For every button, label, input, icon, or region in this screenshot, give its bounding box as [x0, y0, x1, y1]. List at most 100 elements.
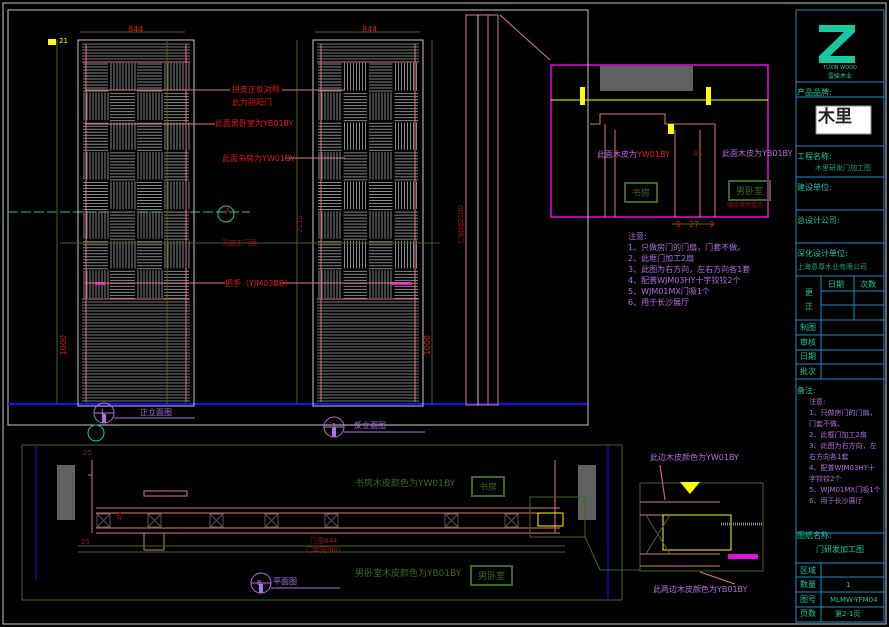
logo-text-en: TUXIN WOOD	[823, 65, 857, 71]
dim-27: 27	[689, 220, 700, 229]
qty-value: 1	[846, 581, 851, 589]
fill-note: 缝隙发泡填充	[727, 202, 764, 209]
front-view-number: 1	[100, 408, 105, 416]
dim-1000-right: 1000	[423, 335, 432, 356]
view-marker-stem	[332, 428, 336, 437]
plan-detail-frame	[639, 482, 764, 572]
notes-heading: 注意:	[628, 232, 647, 241]
room-tag-study: 书房	[624, 182, 659, 203]
note-item: 6、用于长沙展厅	[628, 298, 690, 307]
brand-logo	[815, 105, 872, 135]
title-row-label: 日期	[800, 352, 816, 361]
blocking-cross	[504, 513, 519, 528]
plan-frame	[21, 444, 623, 601]
dim-45: 45	[693, 150, 702, 158]
remark-item: 1、只做房门的门扇，门套不做。	[809, 409, 877, 428]
view-marker-stem	[259, 584, 263, 593]
note-item: 3、此图为右方向，左右方向各1套	[628, 265, 751, 274]
blocking-cross	[264, 513, 279, 528]
blocking-box	[324, 513, 339, 528]
plan-dim-45: 45	[116, 512, 124, 521]
plan-detail-top-label: 此边木皮颜色为YW01BY	[650, 453, 739, 462]
plan-dim-25-top: 25	[83, 449, 92, 457]
dim-1000-left: 1000	[59, 335, 68, 356]
drawing-no-label: 图号	[800, 595, 816, 604]
front-view-title: 正立面图	[140, 408, 172, 417]
drawing-no: MLMW-YFM04	[830, 596, 878, 604]
remark-item: 4、配普WJM03HY十字铰铰2个	[809, 464, 875, 483]
remarks-label: 备注:	[797, 386, 816, 395]
label-master-bedroom-face: 此面男卧室为YB01BY	[215, 119, 294, 128]
brand-logo-text: 木里	[818, 107, 852, 127]
section-detail-frame	[550, 64, 769, 218]
plan-door-width: 门宽844	[310, 537, 338, 545]
blocking-cross	[96, 513, 111, 528]
door-leaf-back	[312, 39, 424, 407]
plan-view-title: 平面图	[273, 577, 297, 586]
project-value: 木里研发门加工图	[815, 164, 871, 172]
plan-detail-bottom-label: 此两边木皮颜色为YB01BY	[653, 585, 748, 594]
section-marker-label: A	[225, 207, 232, 217]
remark-item: 5、WJM01MX门吸1个	[809, 486, 881, 494]
plan-study-veneer: 书房木皮颜色为YW01BY	[355, 479, 456, 489]
title-row-label: 审核	[800, 337, 816, 347]
logo-text-cn: 雷骏木业	[827, 73, 852, 80]
project-label: 工程名称:	[797, 152, 832, 161]
note-item: 4、配普WJM03HY十字铰铰2个	[628, 276, 741, 285]
plan-view-number: B	[257, 579, 262, 587]
door-frame	[77, 39, 195, 407]
view-marker-stem	[102, 414, 106, 423]
door-frame	[312, 39, 424, 407]
dim-frame-height: 门套高2100	[457, 205, 465, 244]
blocking-box	[444, 513, 459, 528]
title-row-label: 批次	[800, 366, 816, 376]
date-column: 日期	[828, 280, 844, 289]
blocking-box	[264, 513, 279, 528]
blocking-cross	[324, 513, 339, 528]
plan-room-study: 书房	[471, 476, 506, 497]
dim-width-left: 844	[128, 25, 144, 34]
title-block-frame	[795, 9, 885, 623]
company-logo	[819, 25, 855, 63]
remark-item: 6、用于长沙展厅	[809, 497, 863, 505]
section-marker-circle	[217, 205, 235, 223]
section-left-code: YW01BY	[637, 150, 670, 159]
deep-design-value: 上海意尊木业有限公司	[797, 263, 867, 271]
drawing-name: 门研发加工图	[816, 545, 864, 554]
deep-design-label: 深化设计单位:	[797, 249, 848, 258]
blocking-cross	[444, 513, 459, 528]
label-double-door: 此为阴阳门	[232, 98, 272, 107]
plan-room-bedroom: 男卧室	[470, 565, 514, 586]
remark-item: 3、此图为右方向，左右方向各1套	[809, 442, 877, 461]
section-right-code: YB01BY	[762, 149, 793, 158]
note-item: 5、WJM01MX门吸1个	[628, 287, 710, 296]
dim-height: 2115	[296, 215, 304, 233]
plan-bedroom-veneer: 男卧室木皮颜色为YB01BY	[355, 569, 462, 579]
note-item: 1、只做房门的门扇，门套不做。	[628, 243, 746, 252]
note-item: 2、此框门加工2扇	[628, 254, 695, 263]
design-company-label: 总设计公司:	[797, 216, 840, 225]
section-left-label: 此面木皮为	[597, 150, 637, 159]
dim-9b: 9	[709, 220, 715, 229]
plan-dim-25: 25	[81, 538, 90, 546]
section-marker-circle	[87, 424, 105, 442]
blocking-box	[96, 513, 111, 528]
plan-frame-width: 门套宽900	[306, 546, 341, 554]
label-handle: 把手（YJM03BB）	[225, 279, 293, 288]
page-value: 第2-1页	[835, 610, 861, 618]
back-view-title: 反立面图	[354, 421, 386, 430]
dim-width-right: 844	[362, 25, 378, 34]
label-hole: 孔加工门面	[222, 239, 257, 247]
door-leaf-front	[77, 39, 195, 407]
remark-item: 2、此框门加工2扇	[809, 431, 867, 439]
blocking-cross	[147, 513, 162, 528]
dim-9a: 9	[676, 220, 682, 229]
blocking-box	[209, 513, 224, 528]
page-label: 页数	[800, 609, 816, 618]
times-column: 次数	[860, 280, 876, 289]
room-tag-bedroom: 男卧室	[728, 180, 772, 201]
tag: 21	[59, 37, 68, 45]
remark-item: 注意:	[809, 398, 826, 406]
